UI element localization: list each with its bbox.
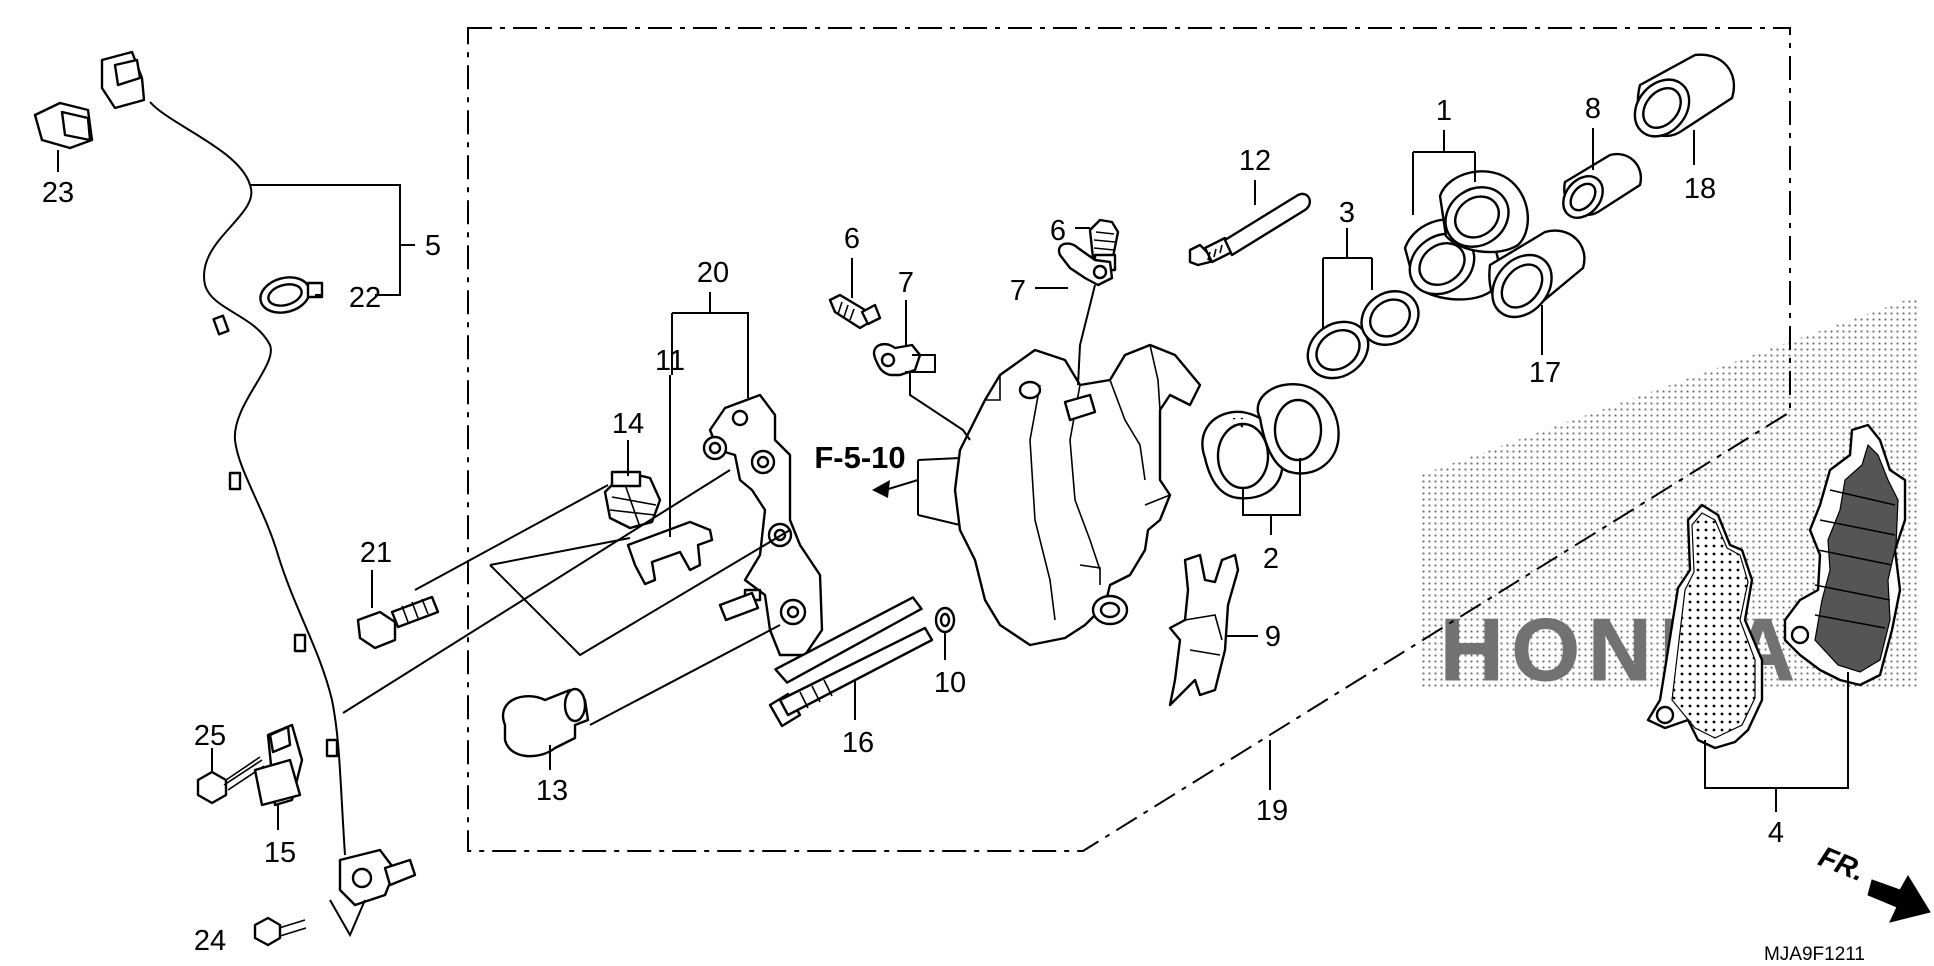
callout-16: 16: [842, 727, 874, 759]
part-18-piston: [1633, 53, 1736, 138]
callout-7-right: 7: [1010, 275, 1026, 307]
part-3-seals: [1306, 290, 1420, 380]
part-25-bolt: [196, 756, 265, 805]
callout-23: 23: [42, 177, 74, 209]
part-13-slider-pin: [501, 687, 590, 758]
callout-7-left: 7: [898, 267, 914, 299]
callout-17: 17: [1529, 357, 1561, 389]
part-16-pin: [768, 596, 934, 728]
part-20-caliper-bracket: [702, 393, 824, 657]
callout-24: 24: [194, 925, 226, 957]
callout-21: 21: [360, 537, 392, 569]
callout-labels: 1 2 3 4 5 6 6 7 7 8 9 10 11 12 13 14 15 …: [42, 93, 1784, 957]
callout-25: 25: [194, 720, 226, 752]
direction-arrow-icon: [1867, 875, 1931, 923]
callout-2: 2: [1263, 543, 1279, 575]
callout-3: 3: [1339, 197, 1355, 229]
honda-watermark: HONDA: [1420, 295, 1920, 700]
part-10-washer: [934, 606, 956, 634]
part-9-pad-spring: [1168, 553, 1240, 707]
part-14-boot: [603, 470, 662, 530]
callout-4: 4: [1768, 817, 1784, 849]
part-7-cap-right: [1057, 242, 1114, 287]
part-24-bolt: [253, 916, 307, 947]
direction-label: FR.: [1814, 841, 1869, 888]
reference-label: F-5-10: [814, 440, 905, 475]
part-1-pistons: [1403, 170, 1530, 301]
front-direction-indicator: FR.: [1814, 841, 1931, 923]
callout-18: 18: [1684, 173, 1716, 205]
callout-20: 20: [697, 257, 729, 289]
callout-15: 15: [264, 837, 296, 869]
callout-14: 14: [612, 408, 644, 440]
part-7-cap-left: [872, 343, 922, 377]
part-11-retainer: [626, 520, 714, 586]
part-17-piston: [1488, 229, 1586, 319]
callout-10: 10: [934, 667, 966, 699]
callout-12: 12: [1239, 145, 1271, 177]
callout-8: 8: [1585, 93, 1601, 125]
part-22-clamp: [259, 276, 324, 314]
callout-13: 13: [536, 775, 568, 807]
part-2-seals: [1201, 382, 1340, 500]
callout-19: 19: [1256, 795, 1288, 827]
part-6-bleeder-left: [828, 293, 882, 330]
part-15-bracket: [253, 723, 304, 807]
callout-9: 9: [1265, 621, 1281, 653]
part-23-clip: [33, 101, 94, 150]
callout-1: 1: [1436, 95, 1452, 127]
callout-6-right: 6: [1050, 215, 1066, 247]
drawing-code: MJA9F1211: [1764, 944, 1865, 965]
part-4-brake-pads: [1646, 423, 1907, 750]
callout-6-left: 6: [844, 223, 860, 255]
callout-22: 22: [349, 282, 381, 314]
part-12-pad-pin: [1188, 192, 1312, 267]
callout-5: 5: [425, 230, 441, 262]
part-21-bolt: [356, 595, 440, 650]
caliper-body: [953, 343, 1202, 647]
leader-lines: [57, 128, 1849, 938]
abs-sensor-harness: [100, 50, 417, 907]
callout-11: 11: [655, 345, 685, 377]
assembly-boundary: [467, 27, 1791, 852]
part-8-piston: [1562, 152, 1643, 219]
